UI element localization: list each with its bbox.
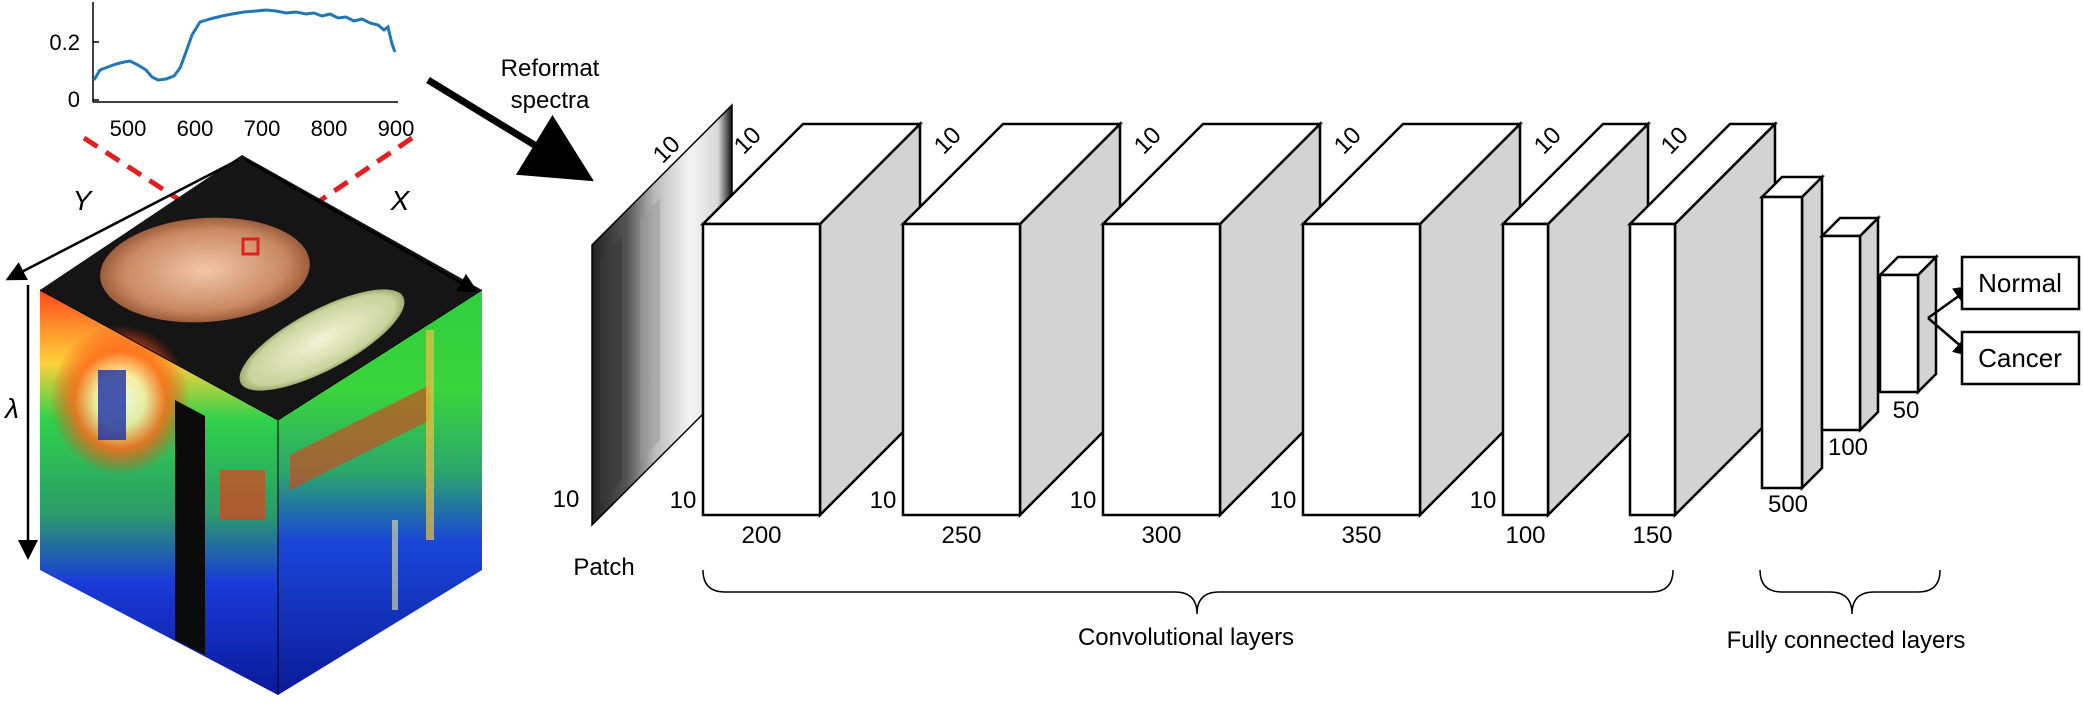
- cancer-output-box: [1960, 330, 2081, 386]
- pixel-marker: [241, 237, 260, 256]
- conv-layer-filters-label: 100: [1505, 522, 1545, 549]
- fc-layer-side: [1858, 214, 1880, 434]
- fc-layer-units-label: 100: [1828, 434, 1868, 461]
- conv-layer-height-label: 10: [670, 487, 697, 514]
- spectrum-x-ticks: 500 600 700 800 900: [110, 116, 415, 141]
- conv-layer-front: [1101, 222, 1222, 517]
- fc-layer-front: [1878, 273, 1920, 394]
- fc-layer-side: [1916, 253, 1938, 396]
- fc-layer-1: 500: [1758, 173, 1826, 518]
- conv-layer-height-label: 10: [1470, 487, 1497, 514]
- fc-layer-front: [1760, 195, 1804, 490]
- conv-brace: Convolutional layers: [702, 569, 1674, 651]
- fully-connected-layers: 500 100 50: [1758, 173, 1940, 518]
- patch-caption: Patch: [573, 554, 634, 581]
- reformat-label-line2: spectra: [511, 87, 590, 114]
- conv-group-label: Convolutional layers: [1078, 624, 1294, 651]
- x-tick-800: 800: [311, 116, 348, 141]
- x-tick-600: 600: [177, 116, 214, 141]
- conv-layer-filters-label: 200: [741, 522, 781, 549]
- conv-layer-depth-label: 10: [929, 122, 967, 160]
- hyperspectral-cube: Y X λ: [3, 155, 483, 695]
- fc-layer-units-label: 500: [1768, 491, 1808, 518]
- x-tick-700: 700: [244, 116, 281, 141]
- fc-layer-2: 100: [1818, 214, 1882, 461]
- cancer-output-label: Cancer: [1978, 343, 2062, 373]
- fc-group-label: Fully connected layers: [1727, 627, 1966, 654]
- cube-lambda-axis-label: λ: [3, 393, 19, 424]
- output-classes: Normal Cancer: [1927, 255, 2081, 386]
- x-tick-900: 900: [378, 116, 415, 141]
- x-tick-500: 500: [110, 116, 147, 141]
- conv-layer-filters-label: 300: [1141, 522, 1181, 549]
- conv-layer-height-label: 10: [1070, 487, 1097, 514]
- conv-layer-depth-label: 10: [1656, 122, 1694, 160]
- spectrum-plot: 0.2 0 500 600 700 800 900: [49, 2, 414, 141]
- reformat-arrow: [426, 77, 594, 182]
- conv-layer-filters-label: 350: [1341, 522, 1381, 549]
- cube-x-axis-label: X: [390, 185, 411, 216]
- conv-layer-depth-label: 10: [729, 122, 767, 160]
- conv-layer-front: [1628, 222, 1677, 517]
- y-tick-0: 0: [68, 87, 80, 112]
- input-patch: 10 Patch 10: [553, 103, 733, 581]
- conv-layer-filters-label: 250: [941, 522, 981, 549]
- fc-layer-3: 50: [1876, 253, 1940, 424]
- cube-y-axis-label: Y: [73, 185, 94, 216]
- tissue-sample-2: [239, 289, 405, 391]
- spectrum-line: [92, 8, 397, 82]
- patch-height-label: 10: [553, 486, 580, 513]
- conv-layer-4: 350 10 10: [1270, 120, 1524, 549]
- y-tick-0.2: 0.2: [49, 30, 80, 55]
- conv-layer-height-label: 10: [870, 487, 897, 514]
- cube-x-axis-arrow: [245, 158, 479, 293]
- conv-layer-depth-label: 10: [1129, 122, 1167, 160]
- reformat-step: Reformat spectra: [426, 55, 600, 182]
- conv-layer-height-label: 10: [1270, 487, 1297, 514]
- conv-layer-depth-label: 10: [1329, 122, 1367, 160]
- reformat-label-line1: Reformat: [501, 55, 600, 82]
- conv-layer-depth-label: 10: [1529, 122, 1567, 160]
- cube-y-axis-arrow: [5, 158, 239, 281]
- normal-output-box: [1960, 255, 2081, 311]
- conv-layer-6: 150 10: [1626, 120, 1779, 549]
- conv-layer-filters-label: 150: [1632, 522, 1672, 549]
- conv-layer-front: [701, 222, 822, 517]
- conv-layer-front: [1501, 222, 1550, 517]
- normal-output-label: Normal: [1978, 268, 2062, 298]
- conv-layer-5: 100 10 10: [1470, 120, 1652, 549]
- conv-layer-1: 200 10 10: [670, 120, 924, 549]
- conv-layer-2: 250 10 10: [870, 120, 1124, 549]
- convolutional-layers: 200 10 10 250 10 10 300 10 10 350 10 10 100 10 10 150 10: [670, 120, 1779, 549]
- conv-layer-front: [901, 222, 1022, 517]
- conv-layer-3: 300 10 10: [1070, 120, 1324, 549]
- fc-layer-side: [1800, 173, 1824, 492]
- fc-layer-units-label: 50: [1893, 397, 1920, 424]
- fc-brace: Fully connected layers: [1727, 569, 1966, 654]
- conv-layer-front: [1301, 222, 1422, 517]
- fc-layer-front: [1820, 234, 1862, 432]
